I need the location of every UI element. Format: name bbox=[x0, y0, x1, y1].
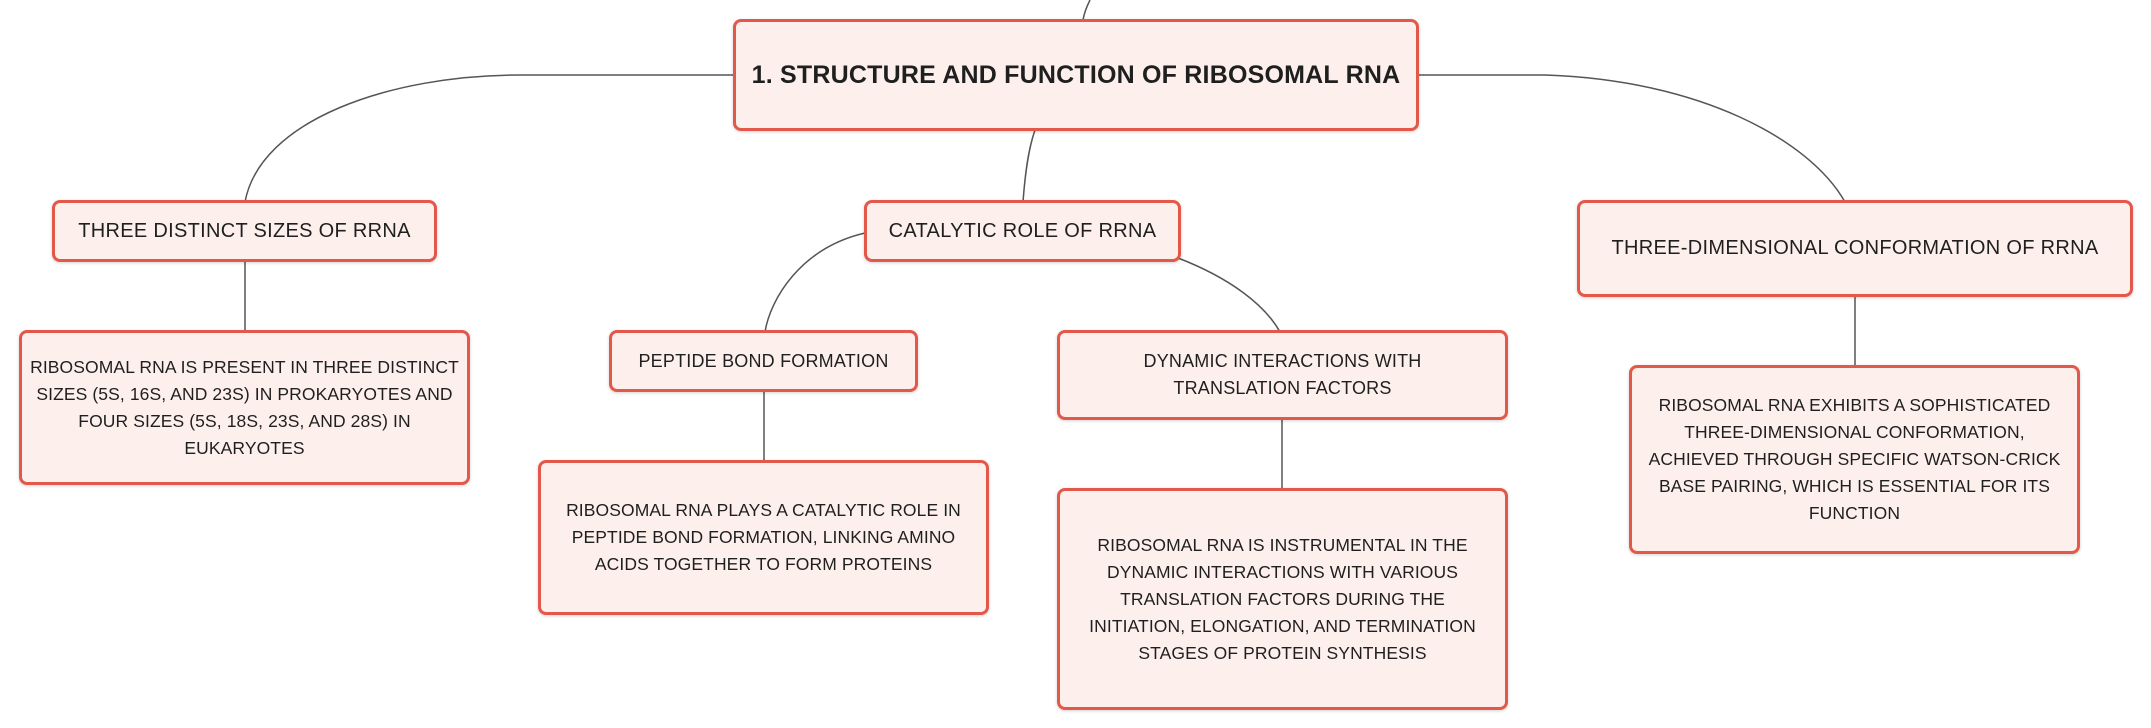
topic-label-conformation: THREE-DIMENSIONAL CONFORMATION OF RRNA bbox=[1611, 237, 2099, 259]
connector-offcanvas-parent bbox=[1082, 0, 1091, 21]
detail-node-conformation[interactable]: RIBOSOMAL RNA EXHIBITS A SOPHISTICATED T… bbox=[1629, 365, 2080, 554]
root-topic-label: 1. STRUCTURE AND FUNCTION OF RIBOSOMAL R… bbox=[751, 60, 1401, 89]
connector-catalytic-to-peptide bbox=[764, 232, 866, 333]
detail-text-sizes: RIBOSOMAL RNA IS PRESENT IN THREE DISTIN… bbox=[30, 356, 459, 458]
topic-label-sizes: THREE DISTINCT SIZES OF RRNA bbox=[78, 219, 411, 242]
detail-text-dynamic: RIBOSOMAL RNA IS INSTRUMENTAL IN THE DYN… bbox=[1089, 534, 1476, 663]
root-topic-node[interactable]: 1. STRUCTURE AND FUNCTION OF RIBOSOMAL R… bbox=[733, 19, 1419, 131]
detail-node-sizes[interactable]: RIBOSOMAL RNA IS PRESENT IN THREE DISTIN… bbox=[19, 330, 470, 485]
detail-text-conformation: RIBOSOMAL RNA EXHIBITS A SOPHISTICATED T… bbox=[1648, 395, 2061, 523]
connector-root-to-catalytic bbox=[1022, 129, 1036, 203]
connector-root-to-conformation bbox=[1418, 74, 1846, 203]
topic-label-catalytic: CATALYTIC ROLE OF RRNA bbox=[888, 219, 1157, 242]
topic-node-catalytic[interactable]: CATALYTIC ROLE OF RRNA bbox=[864, 200, 1181, 262]
detail-text-peptide: RIBOSOMAL RNA PLAYS A CATALYTIC ROLE IN … bbox=[566, 500, 961, 574]
connector-root-to-sizes bbox=[244, 74, 735, 203]
topic-node-sizes[interactable]: THREE DISTINCT SIZES OF RRNA bbox=[52, 200, 437, 262]
subtopic-label-dynamic: DYNAMIC INTERACTIONS WITH TRANSLATION FA… bbox=[1143, 351, 1422, 398]
detail-node-dynamic[interactable]: RIBOSOMAL RNA IS INSTRUMENTAL IN THE DYN… bbox=[1057, 488, 1508, 710]
subtopic-node-peptide[interactable]: PEPTIDE BOND FORMATION bbox=[609, 330, 918, 392]
detail-node-peptide[interactable]: RIBOSOMAL RNA PLAYS A CATALYTIC ROLE IN … bbox=[538, 460, 989, 615]
subtopic-node-dynamic[interactable]: DYNAMIC INTERACTIONS WITH TRANSLATION FA… bbox=[1057, 330, 1508, 420]
subtopic-label-peptide: PEPTIDE BOND FORMATION bbox=[638, 350, 889, 371]
connector-catalytic-to-dynamic bbox=[1177, 257, 1281, 333]
topic-node-conformation[interactable]: THREE-DIMENSIONAL CONFORMATION OF RRNA bbox=[1577, 200, 2133, 297]
